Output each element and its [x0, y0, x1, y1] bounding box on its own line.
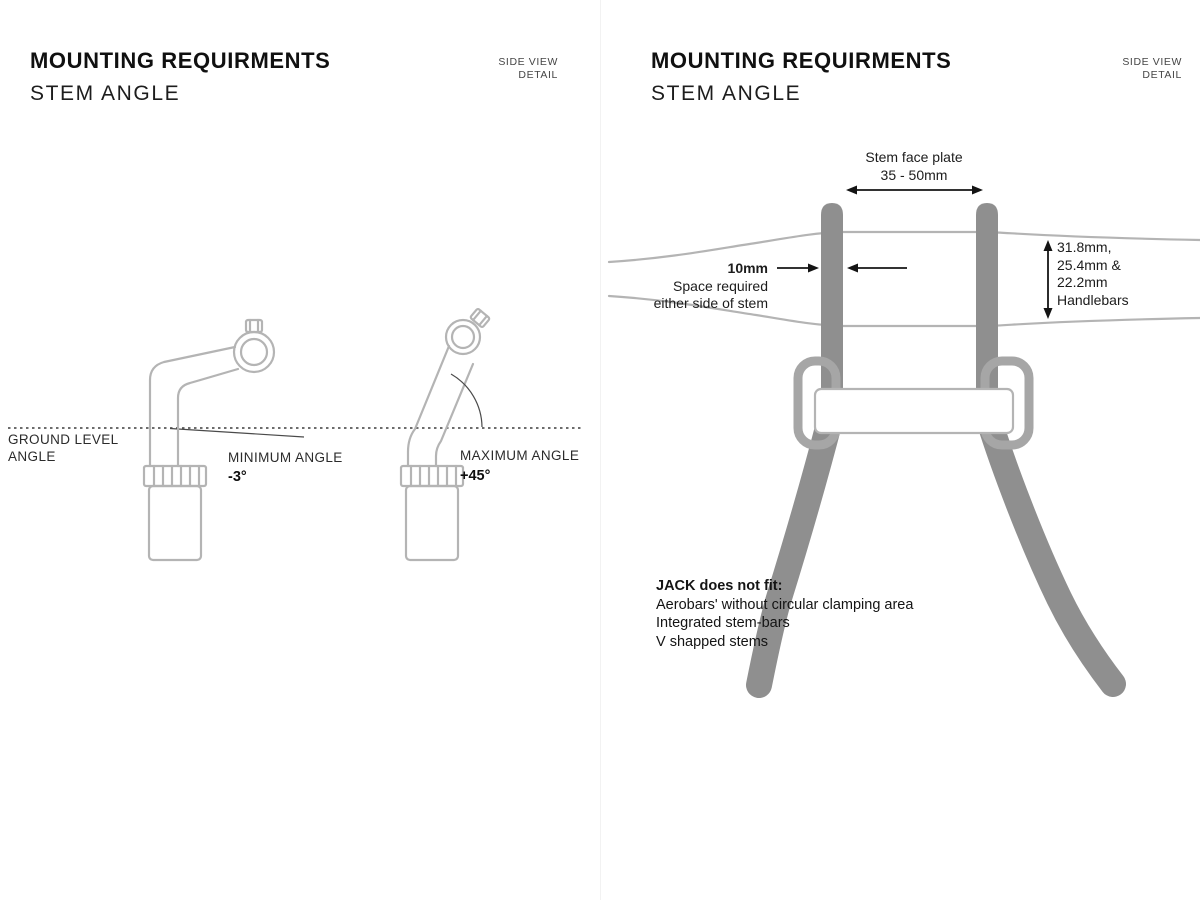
side-view-detail-line1: SIDE VIEW — [1122, 56, 1182, 68]
steerer-tube — [147, 484, 203, 562]
panel-subtitle: STEM ANGLE — [30, 82, 181, 105]
left-leg — [746, 407, 843, 698]
space-label-line2: either side of stem — [653, 295, 768, 311]
space-arrow-right — [847, 263, 907, 273]
not-fit-title: JACK does not fit: — [656, 578, 783, 594]
handlebar-clamp-ring-inner — [239, 337, 269, 367]
handlebar-bottom-edge — [607, 294, 1200, 328]
panel-title: MOUNTING REQUIRMENTS — [651, 48, 952, 73]
stem-face-plate-front — [813, 387, 1015, 435]
min-angle-reference-line — [169, 427, 305, 438]
side-view-detail-line1: SIDE VIEW — [498, 56, 558, 68]
space-required-label: 10mm Space required either side of stem — [654, 260, 768, 313]
jack-not-fit-list: JACK does not fit: Aerobars' without cir… — [656, 577, 913, 651]
stem-drawing-max-angle — [399, 307, 491, 562]
face-plate-label: Stem face plate — [865, 149, 963, 165]
minimum-angle-label: MINIMUM ANGLE — [228, 450, 343, 465]
handlebar-size-line2: 25.4mm & — [1057, 256, 1121, 273]
space-value: 10mm — [727, 260, 768, 276]
not-fit-item: Aerobars' without circular clamping area — [656, 596, 914, 613]
handlebar-size-line1: 31.8mm, — [1057, 239, 1112, 255]
face-plate-value: 35 - 50mm — [880, 167, 948, 183]
space-label-line1: Space required — [673, 277, 768, 294]
handlebar-clamp-ring-inner — [450, 324, 476, 350]
stem-body-top-edge — [148, 345, 237, 468]
stem-body-top-edge — [406, 344, 451, 468]
handlebar-top-edge — [607, 230, 1200, 264]
not-fit-item: V shapped stems — [656, 633, 769, 650]
panel-stem-angle-side-view: MOUNTING REQUIRMENTS STEM ANGLE SIDE VIE… — [8, 48, 582, 562]
stem-drawing-min-angle — [142, 318, 276, 562]
ground-level-label-line1: GROUND LEVEL — [8, 432, 119, 447]
space-arrow-left — [777, 263, 819, 273]
side-view-detail-line2: DETAIL — [518, 69, 558, 81]
handlebar-diameter-arrow — [1043, 240, 1053, 319]
ground-level-label-line2: ANGLE — [8, 449, 56, 464]
measurement-arrows — [777, 185, 1053, 319]
panel-title: MOUNTING REQUIRMENTS — [30, 48, 331, 73]
side-view-detail-label: SIDE VIEW DETAIL — [1122, 56, 1182, 82]
handlebar-drawing — [607, 230, 1200, 328]
ground-level-angle-label: GROUND LEVEL ANGLE — [8, 431, 119, 465]
clamp-bolt — [469, 307, 491, 329]
right-leg — [976, 407, 1126, 697]
steerer-tube — [404, 484, 460, 562]
handlebar-size-line4: Handlebars — [1057, 291, 1129, 308]
jack-mount-legs — [746, 407, 1126, 698]
minimum-angle-value: -3° — [228, 469, 247, 485]
not-fit-item: Integrated stem-bars — [656, 615, 790, 631]
handlebar-sizes-label: 31.8mm, 25.4mm & 22.2mm Handlebars — [1057, 239, 1129, 309]
stem-angle-diagram — [8, 307, 582, 562]
stem-body-bottom-edge — [434, 362, 475, 468]
stem-body-bottom-edge — [176, 367, 240, 468]
side-view-detail-line2: DETAIL — [1142, 69, 1182, 81]
handlebar-clamp-ring-outer — [444, 318, 482, 356]
max-angle-arc — [450, 373, 483, 428]
panel-stem-clamp-detail: MOUNTING REQUIRMENTS STEM ANGLE SIDE VIE… — [600, 0, 1200, 900]
clamp-bolt — [244, 318, 264, 334]
face-plate-width-arrow — [846, 185, 983, 195]
handlebar-size-line3: 22.2mm — [1057, 274, 1108, 290]
stem-clamp-diagram — [607, 185, 1200, 698]
maximum-angle-value: +45° — [460, 468, 491, 484]
panel-subtitle: STEM ANGLE — [651, 82, 802, 105]
maximum-angle-label: MAXIMUM ANGLE — [460, 448, 580, 463]
side-view-detail-label: SIDE VIEW DETAIL — [498, 56, 558, 82]
